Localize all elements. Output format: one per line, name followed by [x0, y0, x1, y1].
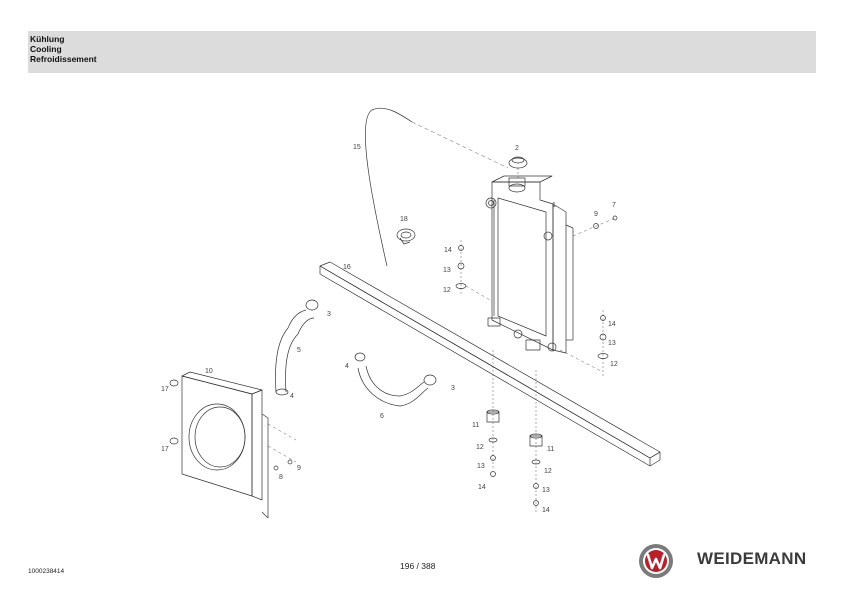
header-bar: Kühlung Cooling Refroidissement: [28, 31, 816, 73]
callout-13-b: 13: [608, 340, 616, 347]
callout-1: 1: [552, 202, 556, 209]
weidemann-logo-icon: [639, 544, 673, 578]
callout-5: 5: [297, 347, 301, 354]
callout-12-a: 12: [443, 287, 451, 294]
document-number: 1000238414: [28, 568, 65, 575]
title-english: Cooling: [30, 44, 62, 54]
bolt-7-washer-9: [572, 215, 618, 237]
lower-hose-6: [354, 352, 437, 407]
radiator-1: [485, 175, 574, 354]
callout-7: 7: [612, 202, 616, 209]
clamp-part-18: [396, 228, 416, 245]
callout-3-upper: 3: [327, 311, 331, 318]
title-german: Kühlung: [30, 34, 65, 44]
fastener-stack-left: [455, 240, 491, 301]
brand-name: WEIDEMANN: [697, 549, 807, 568]
callout-13-c: 13: [477, 463, 485, 470]
callout-4-left: 4: [290, 393, 294, 400]
callout-17-bottom: 17: [161, 446, 169, 453]
overflow-hose-15: [365, 107, 413, 267]
rubber-mount-11-right: [529, 370, 543, 512]
callout-11-right: 11: [547, 446, 554, 453]
callout-14-b: 14: [608, 321, 616, 328]
callout-16: 16: [343, 264, 351, 271]
screw-8-washer-9: [273, 459, 293, 471]
callout-14-d: 14: [542, 507, 550, 514]
callout-2: 2: [515, 145, 519, 152]
clips-17: [169, 379, 179, 445]
callout-9-left: 9: [297, 465, 301, 472]
callout-6: 6: [380, 413, 384, 420]
callout-15: 15: [353, 144, 361, 151]
support-beam-16: [319, 261, 661, 467]
callout-10: 10: [205, 368, 213, 375]
upper-hose-5: [275, 299, 319, 396]
callout-9-right: 9: [594, 211, 598, 218]
title-french: Refroidissement: [30, 54, 97, 64]
callout-12-d: 12: [544, 468, 552, 475]
callout-18: 18: [400, 216, 408, 223]
callout-14-c: 14: [478, 484, 486, 491]
callout-12-c: 12: [476, 444, 484, 451]
callout-3-lower: 3: [451, 385, 455, 392]
callout-12-b: 12: [610, 361, 618, 368]
callout-11-left: 11: [472, 422, 479, 429]
page-number: 196 / 388: [400, 561, 436, 571]
callout-8: 8: [279, 474, 283, 481]
callout-labels: 1 2 3 3 4 4 5 6 7 8 9 9 10 11 11 12 12 1…: [161, 144, 618, 514]
radiator-cap-2: [508, 156, 528, 178]
rubber-mount-11-left: [486, 350, 500, 477]
callout-4-right: 4: [345, 363, 349, 370]
fastener-stack-right: [559, 310, 609, 378]
fan-shroud-10: [181, 371, 297, 519]
callout-17-top: 17: [161, 386, 169, 393]
callout-13-a: 13: [443, 267, 451, 274]
callout-14-a: 14: [444, 247, 452, 254]
callout-13-d: 13: [542, 487, 550, 494]
